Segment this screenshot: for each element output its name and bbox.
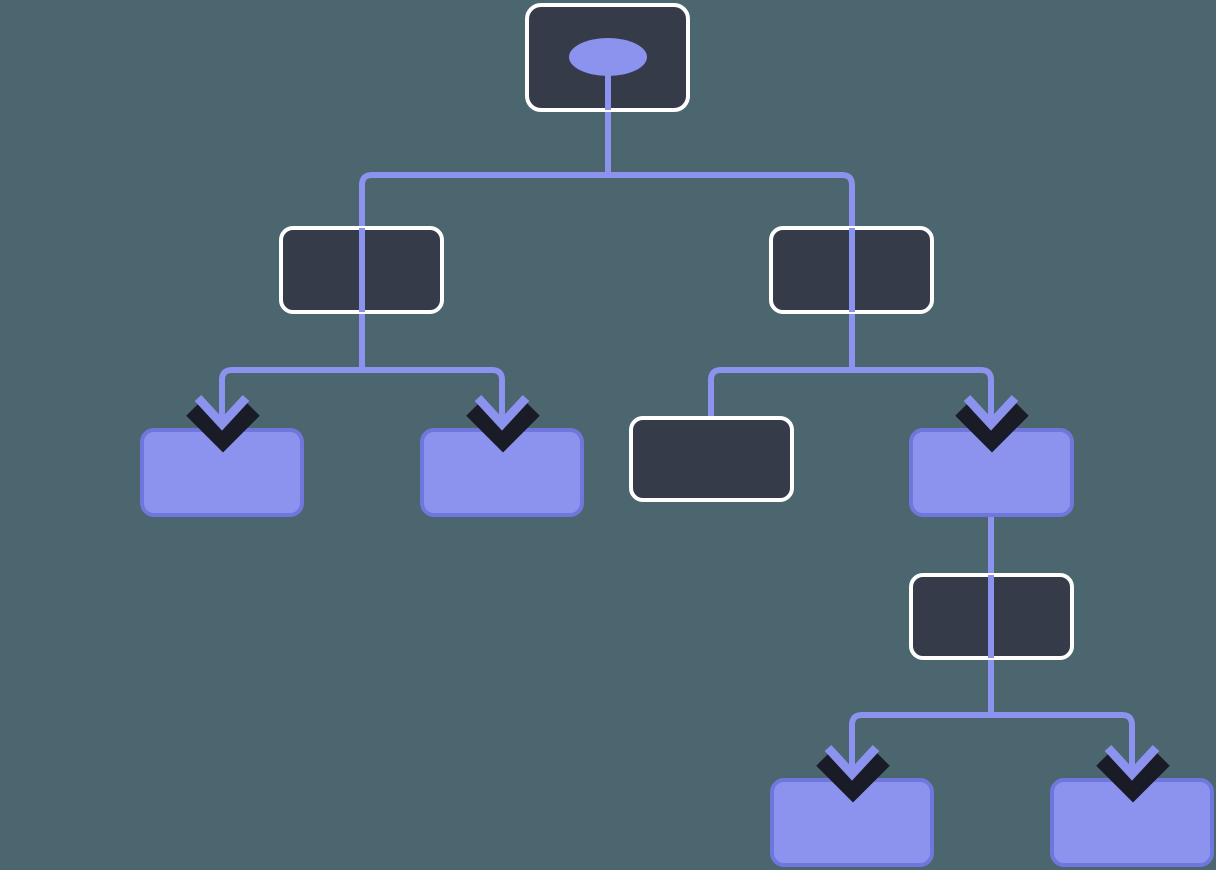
leaf-node-2-arrowhead-icon (466, 394, 540, 453)
arrowhead-shadow-icon (1096, 750, 1170, 803)
edge-branch-lower-to-leaf-4 (849, 658, 994, 780)
terminal-node-dark-rect[interactable] (629, 416, 794, 502)
arrowhead-highlight-icon (963, 394, 1019, 431)
arrowhead-highlight-icon (1104, 744, 1160, 781)
edge-root-to-branch-right (605, 110, 855, 228)
edge-branch-left-to-leaf-2 (359, 312, 505, 430)
arrowhead-shadow-icon (466, 400, 540, 453)
arrowhead-highlight-icon (474, 394, 530, 431)
inner-lines-layer (359, 57, 994, 658)
leaf-node-4-arrowhead-icon (816, 744, 890, 803)
leaf-node-1-arrowhead-icon (186, 394, 260, 453)
arrowhead-shadow-icon (816, 750, 890, 803)
leaf-node-5-arrowhead-icon (1096, 744, 1170, 803)
edge-branch-lower-to-leaf-5 (988, 658, 1135, 780)
arrowhead-shadow-icon (186, 400, 260, 453)
arrowhead-highlight-icon (824, 744, 880, 781)
arrowhead-highlight-icon (194, 394, 250, 431)
leaf-node-3-arrowhead-icon (955, 394, 1029, 453)
terminal-node-dark[interactable] (629, 416, 794, 502)
edge-branch-right-to-leaf-3 (849, 312, 994, 430)
edges-layer (219, 110, 1135, 780)
nodes-layer (140, 3, 1214, 867)
arrowhead-shadow-icon (955, 400, 1029, 453)
edge-branch-left-to-leaf-1 (219, 312, 365, 430)
arrows-layer (186, 394, 1170, 803)
edge-branch-right-to-terminal-dark (708, 312, 855, 418)
